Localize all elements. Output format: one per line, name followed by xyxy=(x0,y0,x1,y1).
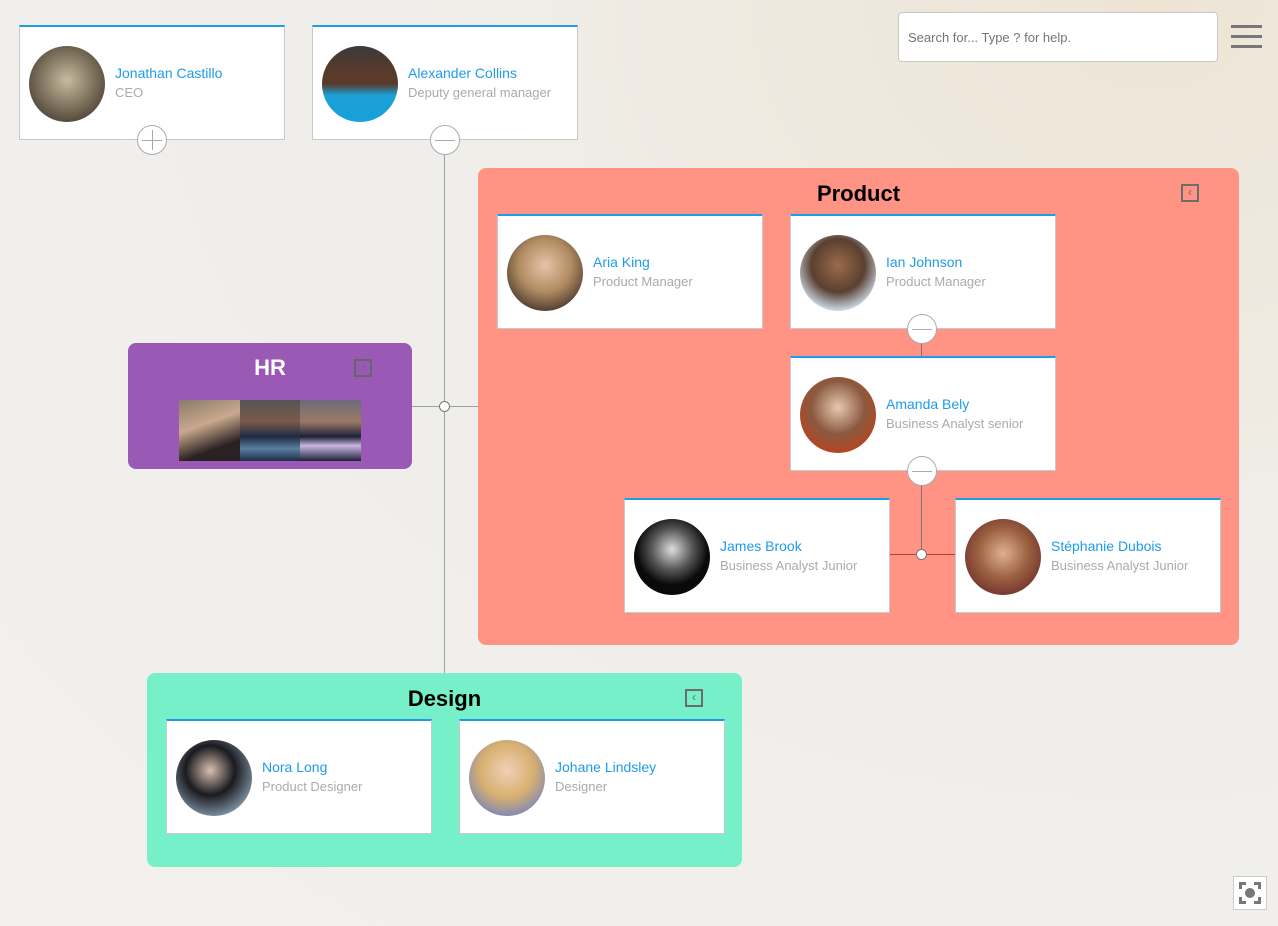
collapse-group-button[interactable]: ‹ xyxy=(1181,184,1199,202)
node-title: Deputy general manager xyxy=(408,85,552,100)
node-title: CEO xyxy=(115,85,144,100)
node-title: Designer xyxy=(555,779,608,794)
avatar xyxy=(800,377,876,453)
avatar xyxy=(322,46,398,122)
node-card[interactable]: Nora Long Product Designer xyxy=(166,719,432,834)
node-name: Stéphanie Dubois xyxy=(1051,538,1162,554)
node-card[interactable]: Stéphanie Dubois Business Analyst Junior xyxy=(955,498,1221,613)
node-title: Product Manager xyxy=(886,274,986,289)
avatar xyxy=(176,740,252,816)
node-card[interactable]: Aria King Product Manager xyxy=(497,214,763,329)
group-title: Product xyxy=(816,181,901,206)
node-card[interactable]: Johane Lindsley Designer xyxy=(459,719,725,834)
node-name: Aria King xyxy=(593,254,650,270)
collapse-group-button[interactable]: ‹ xyxy=(685,689,703,707)
focus-dot-icon xyxy=(1245,888,1255,898)
avatar xyxy=(800,235,876,311)
connector-line xyxy=(921,471,922,555)
member-photo xyxy=(240,400,300,461)
node-title: Product Manager xyxy=(593,274,693,289)
connector-line xyxy=(444,152,445,673)
collapse-minus-icon[interactable] xyxy=(907,456,937,486)
group-hr[interactable]: HR › xyxy=(128,343,412,469)
node-title: Business Analyst Junior xyxy=(720,558,858,573)
node-title: Business Analyst senior xyxy=(886,416,1024,431)
collapse-minus-icon[interactable] xyxy=(430,125,460,155)
group-title: Design xyxy=(407,686,482,711)
member-photo xyxy=(179,400,240,461)
node-name: Ian Johnson xyxy=(886,254,963,270)
avatar xyxy=(965,519,1041,595)
node-card[interactable]: Amanda Bely Business Analyst senior xyxy=(790,356,1056,471)
node-card[interactable]: Ian Johnson Product Manager xyxy=(790,214,1056,329)
member-photo xyxy=(300,400,361,461)
fit-to-screen-button[interactable] xyxy=(1233,876,1267,910)
node-name: Amanda Bely xyxy=(886,396,970,412)
node-title: Product Designer xyxy=(262,779,363,794)
expand-plus-icon[interactable] xyxy=(137,125,167,155)
node-title: Business Analyst Junior xyxy=(1051,558,1189,573)
node-name: Johane Lindsley xyxy=(555,759,657,775)
node-name: Alexander Collins xyxy=(408,65,517,81)
group-title: HR xyxy=(254,355,286,380)
node-name: James Brook xyxy=(720,538,802,554)
node-card[interactable]: Alexander Collins Deputy general manager xyxy=(312,25,578,140)
expand-group-button[interactable]: › xyxy=(354,359,372,377)
connector-dot xyxy=(439,401,450,412)
node-name: Nora Long xyxy=(262,759,328,775)
avatar xyxy=(29,46,105,122)
avatar xyxy=(634,519,710,595)
avatar xyxy=(469,740,545,816)
collapse-minus-icon[interactable] xyxy=(907,314,937,344)
avatar xyxy=(507,235,583,311)
hamburger-icon[interactable] xyxy=(1231,25,1262,49)
node-card[interactable]: James Brook Business Analyst Junior xyxy=(624,498,890,613)
node-card[interactable]: Jonathan Castillo CEO xyxy=(19,25,285,140)
node-name: Jonathan Castillo xyxy=(115,65,223,81)
connector-dot xyxy=(916,549,927,560)
search-input[interactable] xyxy=(898,12,1218,62)
